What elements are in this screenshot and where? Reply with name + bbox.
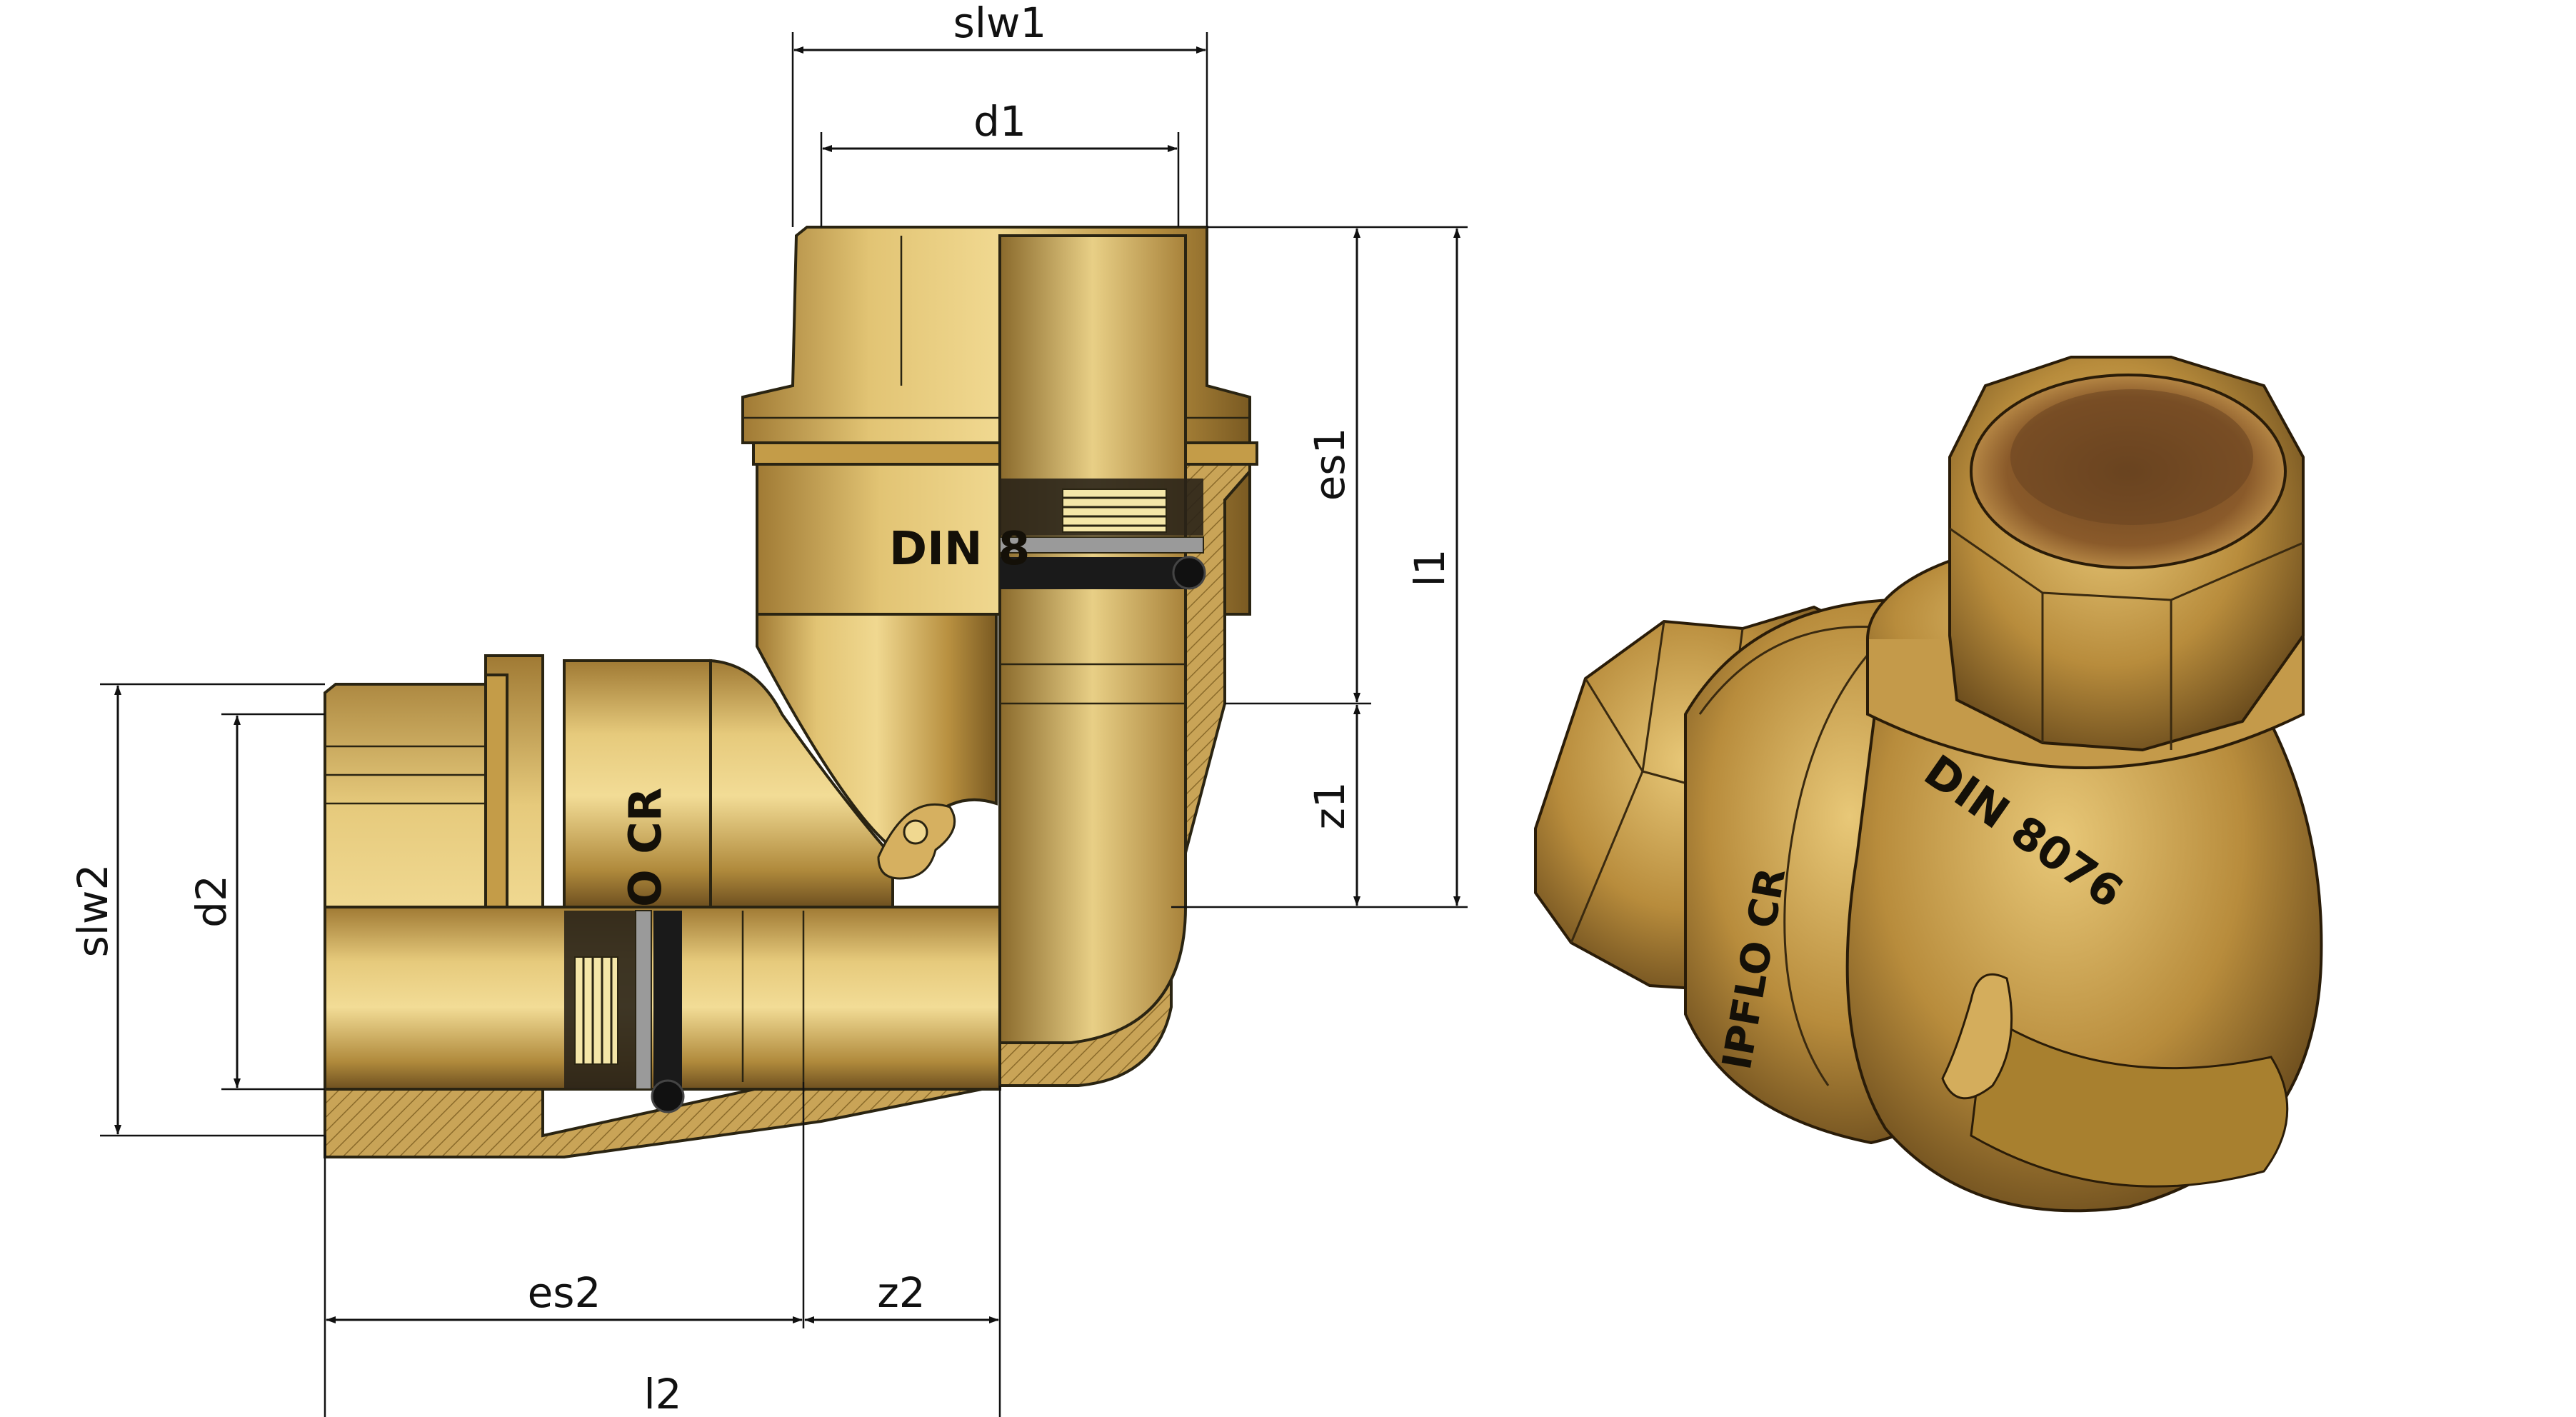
- left-body-neck: [563, 659, 712, 908]
- dim-l2-label: l2: [643, 1370, 681, 1417]
- section-din-marking: DIN 8: [889, 523, 1030, 576]
- dim-d1-label: d1: [973, 97, 1026, 146]
- dim-slw2-label: slw2: [69, 864, 117, 958]
- dim-d2-label: d2: [187, 875, 236, 928]
- top-washer: [999, 536, 1204, 554]
- dim-z1-label: z1: [1305, 781, 1354, 829]
- dimension-lines: slw1 d1 es1 z1 l1 slw2 d2 es2 z2 l2: [69, 0, 1468, 1417]
- top-seal-package: [999, 479, 1206, 590]
- left-cone: [709, 659, 894, 908]
- dim-es2-label: es2: [528, 1268, 601, 1317]
- dim-l1-label: l1: [1405, 549, 1454, 586]
- iso-clip: [1941, 973, 2013, 1100]
- dim-z2-label: z2: [877, 1268, 925, 1317]
- top-oring: [1000, 557, 1202, 589]
- iso-lower-band: [1970, 1012, 2289, 1188]
- left-oring: [653, 911, 682, 1100]
- section-brand-marking: O CR: [619, 787, 671, 907]
- inner-bore-vertical: [998, 234, 1187, 1044]
- isometric-view: DIN 8076 IPFLO CR: [1534, 356, 2323, 1213]
- dim-es1-label: es1: [1305, 428, 1354, 501]
- left-washer: [635, 910, 652, 1090]
- section-view: DIN 8 O CR: [324, 226, 1258, 1158]
- dim-slw1-label: slw1: [953, 0, 1047, 47]
- left-seal-package: [564, 910, 685, 1113]
